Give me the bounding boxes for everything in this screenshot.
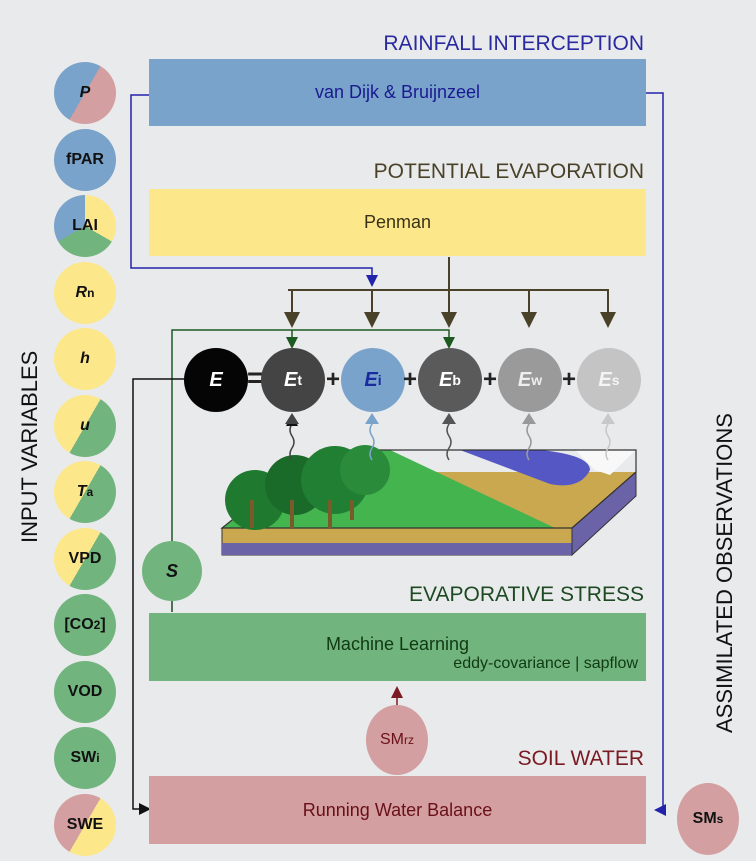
stress-box: Machine Learning eddy-covariance | sapfl…	[149, 613, 646, 681]
rainfall-box: van Dijk & Bruijnzeel	[149, 59, 646, 126]
e-to-soil-line	[132, 378, 184, 815]
input-variable-4: h	[54, 328, 116, 390]
eq-plus: +	[403, 366, 418, 393]
eq-equals: =	[247, 362, 264, 393]
evaporative-stress-title: EVAPORATIVE STRESS	[409, 583, 644, 606]
input-variable-11: SWE	[54, 793, 116, 856]
stress-sub-label: eddy-covariance | sapflow	[453, 655, 638, 672]
potential-box: Penman	[149, 189, 646, 256]
rainfall-to-ei-line	[130, 94, 378, 287]
rainfall-model-label: van Dijk & Bruijnzeel	[314, 82, 481, 102]
stress-model-label: Machine Learning	[325, 633, 470, 654]
input-variable-0: P	[54, 62, 116, 124]
input-variable-1: fPAR	[54, 128, 116, 191]
input-variable-5: u	[54, 394, 116, 457]
input-variables-label: INPUT VARIABLES	[17, 350, 42, 543]
rainfall-to-soil-line	[646, 92, 666, 816]
potential-evaporation-title: POTENTIAL EVAPORATION	[373, 160, 644, 183]
landscape-illustration	[220, 445, 637, 557]
rainfall-interception-title: RAINFALL INTERCEPTION	[383, 32, 644, 55]
stress-node-s: S	[142, 541, 202, 601]
eq-total-e: E	[184, 348, 248, 412]
stress-to-et-eb-line	[171, 329, 455, 545]
input-variable-2: LAI	[54, 195, 116, 257]
soil-box: Running Water Balance	[149, 776, 646, 844]
evaporation-arrows	[285, 413, 615, 461]
eq-plus: +	[562, 366, 577, 393]
assimilated-observations-label: ASSIMILATED OBSERVATIONS	[712, 413, 737, 733]
input-variable-7: VPD	[54, 527, 116, 590]
input-variable-9: VOD	[54, 660, 116, 723]
eq-plus: +	[483, 366, 498, 393]
eq-plus: +	[326, 366, 341, 393]
soil-model-label: Running Water Balance	[302, 799, 493, 820]
soil-water-title: SOIL WATER	[517, 747, 644, 770]
potential-model-label: Penman	[363, 212, 432, 232]
